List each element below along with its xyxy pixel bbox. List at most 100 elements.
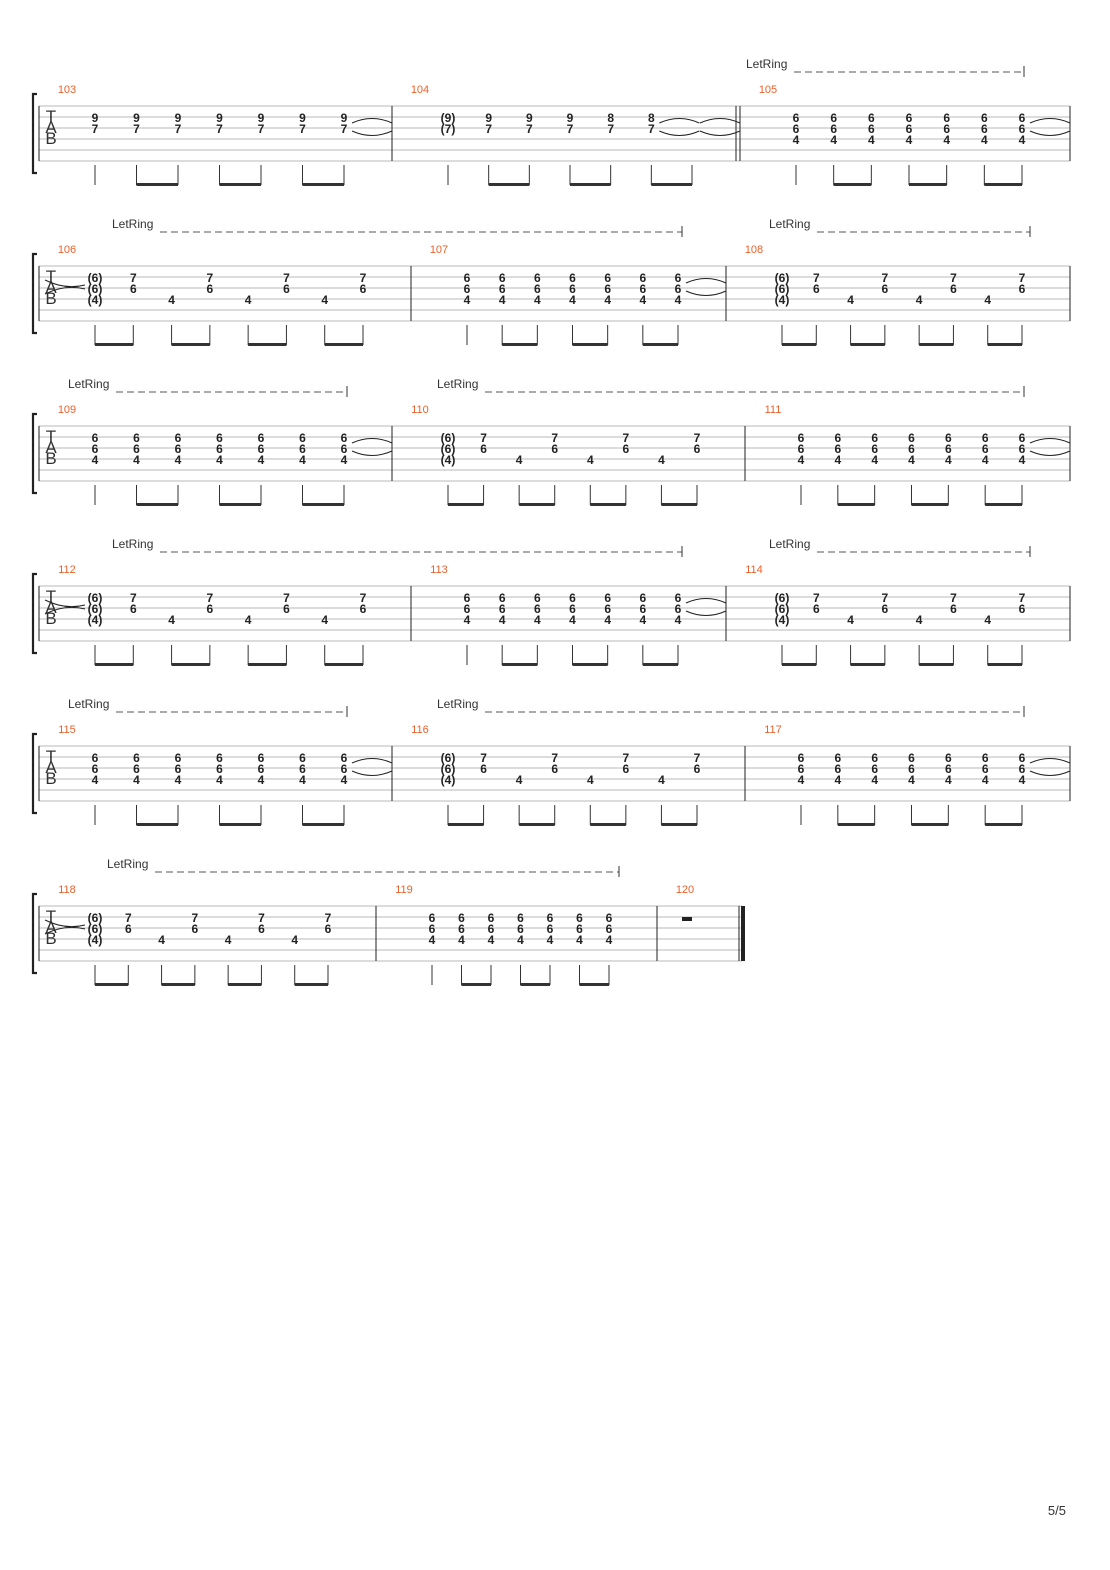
fret-number: (4)	[88, 613, 103, 627]
fret-number: 6	[175, 442, 182, 456]
beam	[136, 823, 178, 826]
fret-number: 6	[871, 442, 878, 456]
fret-number: 7	[130, 591, 137, 605]
let-ring-label: LetRing	[112, 217, 153, 231]
tie-arc	[699, 118, 741, 124]
fret-number: 6	[908, 762, 915, 776]
beam	[579, 983, 609, 986]
chord: 664	[908, 431, 915, 467]
chord: 4	[245, 293, 252, 307]
fret-number: 7	[480, 431, 487, 445]
measure-number: 111	[765, 404, 782, 416]
fret-number: 9	[299, 111, 306, 125]
measure-number: 108	[745, 244, 763, 256]
fret-number: 6	[798, 442, 805, 456]
fret-number: 6	[258, 762, 265, 776]
fret-number: 6	[569, 282, 576, 296]
fret-number: 4	[830, 133, 837, 147]
fret-number: 6	[576, 922, 583, 936]
chord: 4	[168, 613, 175, 627]
tie-arc	[351, 450, 393, 456]
fret-number: 4	[587, 773, 594, 787]
fret-number: 4	[499, 613, 506, 627]
fret-number: 6	[569, 602, 576, 616]
fret-number: 9	[258, 111, 265, 125]
chord: 664	[604, 591, 611, 627]
beam	[782, 663, 817, 666]
fret-number: 4	[916, 293, 923, 307]
chord: 97	[258, 111, 265, 136]
staff-system-1: TABLetRing10397979797979797104(9)(7)9797…	[31, 57, 1071, 186]
chord: 76	[192, 911, 199, 936]
final-barline-thick	[741, 906, 745, 961]
fret-number: (6)	[88, 591, 103, 605]
beam	[519, 823, 555, 826]
chord: 4	[984, 613, 991, 627]
chord: 664	[834, 751, 841, 787]
let-ring-label: LetRing	[437, 377, 478, 391]
beam	[302, 503, 344, 506]
fret-number: 4	[675, 613, 682, 627]
fret-number: 4	[133, 773, 140, 787]
chord: 664	[517, 911, 524, 947]
fret-number: 4	[299, 773, 306, 787]
fret-number: 7	[551, 431, 558, 445]
beam	[837, 823, 875, 826]
fret-number: (6)	[88, 602, 103, 616]
fret-number: 6	[1019, 442, 1026, 456]
let-ring-label: LetRing	[112, 537, 153, 551]
fret-number: 4	[658, 773, 665, 787]
chord: 76	[480, 431, 487, 456]
fret-number: 6	[675, 282, 682, 296]
fret-number: 4	[1019, 773, 1026, 787]
fret-number: 6	[834, 762, 841, 776]
fret-number: 4	[982, 453, 989, 467]
fret-number: 4	[1019, 133, 1026, 147]
fret-number: 7	[623, 431, 630, 445]
system-bracket	[31, 572, 37, 655]
fret-number: 4	[834, 773, 841, 787]
chord: (6)(6)(4)	[88, 591, 103, 627]
fret-number: 6	[1019, 111, 1026, 125]
fret-number: 6	[1019, 762, 1026, 776]
fret-number: 4	[464, 293, 471, 307]
chord: 4	[516, 453, 523, 467]
fret-number: 6	[464, 271, 471, 285]
tie-arc	[685, 290, 727, 296]
fret-number: 6	[639, 591, 646, 605]
chord: 664	[871, 431, 878, 467]
let-ring-label: LetRing	[68, 697, 109, 711]
chord: 4	[168, 293, 175, 307]
tie-arc	[44, 286, 86, 295]
chord: 664	[499, 271, 506, 307]
fret-number: (6)	[441, 431, 456, 445]
fret-number: 6	[207, 282, 214, 296]
fret-number: 6	[299, 431, 306, 445]
fret-number: (6)	[775, 602, 790, 616]
fret-number: 4	[945, 453, 952, 467]
fret-number: (6)	[441, 751, 456, 765]
chord: 76	[207, 271, 214, 296]
beam	[502, 663, 538, 666]
chord: 664	[906, 111, 913, 147]
beam	[302, 823, 344, 826]
fret-number: 6	[480, 762, 487, 776]
fret-number: 6	[871, 431, 878, 445]
chord: 664	[945, 751, 952, 787]
chord: 4	[658, 453, 665, 467]
fret-number: 6	[175, 751, 182, 765]
fret-number: 7	[567, 122, 574, 136]
fret-number: 6	[429, 911, 436, 925]
fret-number: 6	[360, 282, 367, 296]
fret-number: 6	[517, 911, 524, 925]
fret-number: (6)	[88, 922, 103, 936]
fret-number: 6	[606, 922, 613, 936]
chord: 664	[258, 431, 265, 467]
fret-number: 6	[258, 922, 265, 936]
fret-number: 4	[464, 613, 471, 627]
beam	[984, 183, 1022, 186]
